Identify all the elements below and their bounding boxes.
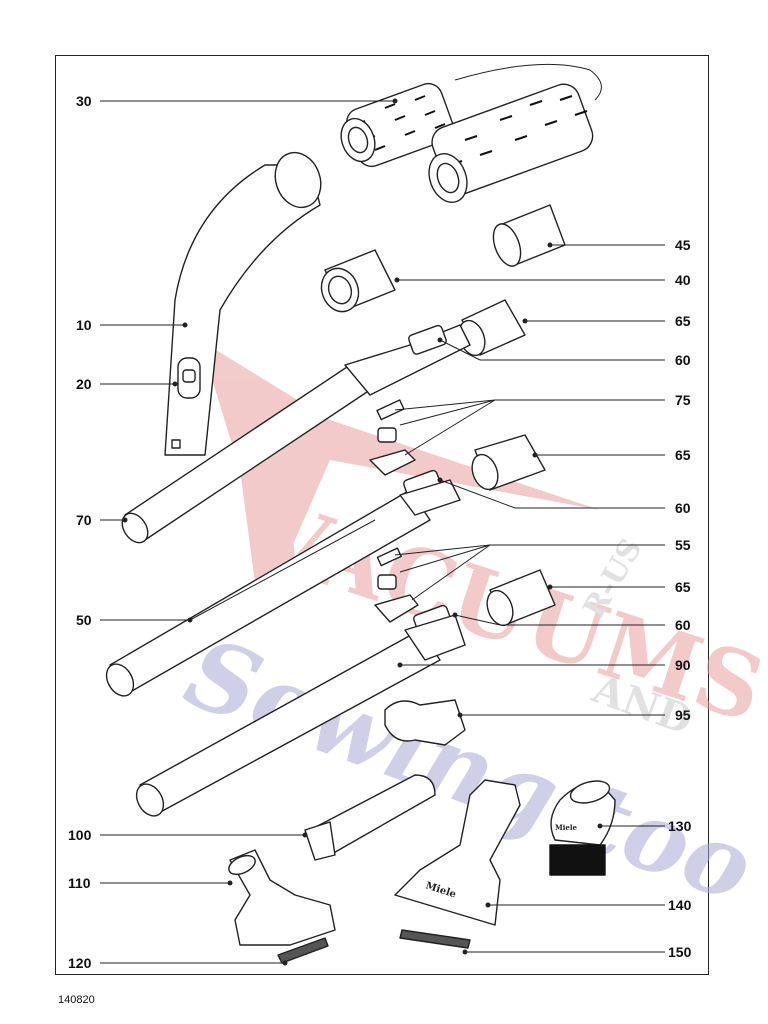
part-label-95: 95 — [675, 707, 691, 723]
part-label-60-a: 60 — [675, 352, 691, 368]
diagram-frame — [55, 55, 709, 975]
part-label-150: 150 — [668, 944, 692, 960]
part-label-55: 55 — [675, 537, 691, 553]
part-100-crevice-nozzle — [304, 774, 436, 861]
hose-outline — [454, 63, 602, 101]
leader-lines — [100, 98, 665, 966]
part-label-120: 120 — [68, 955, 92, 971]
part-45-sleeve — [492, 204, 566, 267]
part-20-slider — [177, 357, 201, 399]
part-label-20: 20 — [76, 376, 92, 392]
part-label-140: 140 — [668, 897, 692, 913]
part-label-130: 130 — [668, 818, 692, 834]
part-label-65-c: 65 — [675, 579, 691, 595]
part-10-handle — [164, 151, 322, 456]
part-130-dusting-brush: Miele — [549, 780, 616, 876]
part-label-40: 40 — [675, 272, 691, 288]
part-30-hose-connector-left — [340, 82, 455, 168]
brand-label-130: Miele — [555, 823, 578, 832]
part-65-coupling-lower — [486, 569, 556, 627]
part-label-100: 100 — [68, 827, 92, 843]
part-70-telescopic-tube — [121, 324, 471, 544]
part-label-75: 75 — [675, 392, 691, 408]
part-110-upholstery-tool — [228, 849, 336, 946]
part-65-coupling-upper — [458, 299, 526, 357]
part-150-strip — [399, 929, 471, 949]
part-120-strip — [277, 937, 329, 964]
part-label-90: 90 — [675, 657, 691, 673]
part-label-50: 50 — [76, 612, 92, 628]
part-label-65-a: 65 — [675, 313, 691, 329]
part-label-65-b: 65 — [675, 447, 691, 463]
document-number: 140820 — [58, 994, 95, 1006]
part-label-10: 10 — [76, 317, 92, 333]
part-40-adapter — [320, 249, 396, 313]
part-65-coupling-middle — [471, 434, 546, 491]
part-label-45: 45 — [675, 237, 691, 253]
part-140-wide-nozzle: Miele — [394, 779, 521, 926]
part-30-hose-connector-right — [428, 83, 594, 203]
part-label-60-c: 60 — [675, 617, 691, 633]
part-label-30: 30 — [76, 93, 92, 109]
part-label-110: 110 — [68, 875, 91, 891]
part-50-tube — [105, 469, 461, 697]
part-90-tube — [135, 604, 466, 817]
part-label-60-b: 60 — [675, 500, 691, 516]
part-55-latch-set — [374, 547, 419, 623]
part-75-latch-set — [369, 399, 416, 476]
part-label-70: 70 — [76, 512, 92, 528]
part-95-clip — [384, 699, 466, 746]
